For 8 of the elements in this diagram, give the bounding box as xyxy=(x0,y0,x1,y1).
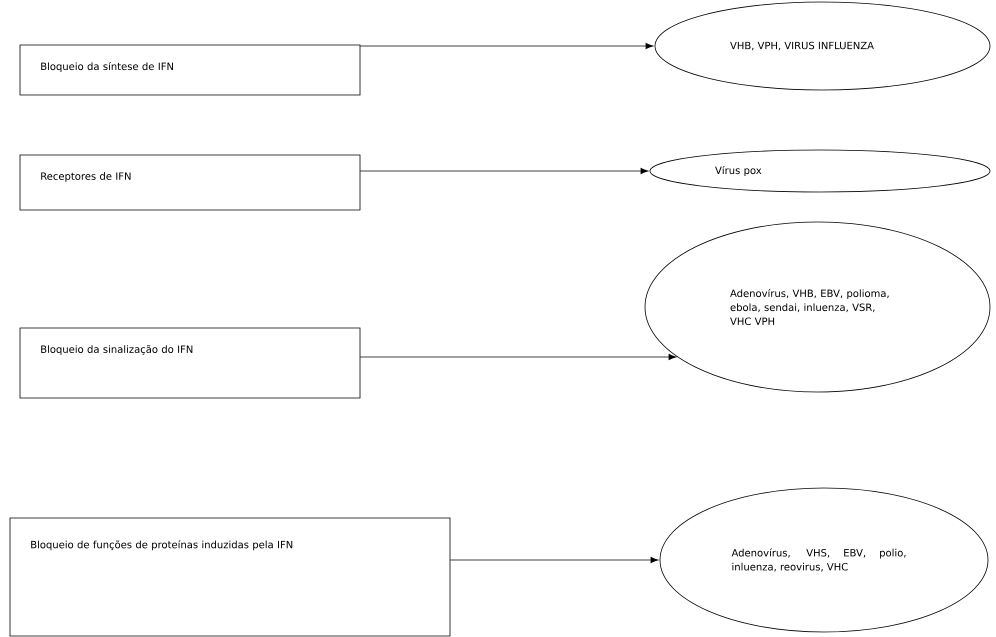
process-box: Bloqueio da síntese de IFN xyxy=(20,44,360,96)
arrow xyxy=(450,556,658,564)
process-box: Bloqueio de funções de proteínas induzidas pela IFN xyxy=(10,518,450,636)
process-box: Receptores de IFN xyxy=(20,154,360,210)
arrow xyxy=(360,354,676,360)
process-box: Bloqueio da sinalização do IFN xyxy=(20,328,360,398)
arrow xyxy=(360,168,648,174)
arrow xyxy=(360,42,654,50)
